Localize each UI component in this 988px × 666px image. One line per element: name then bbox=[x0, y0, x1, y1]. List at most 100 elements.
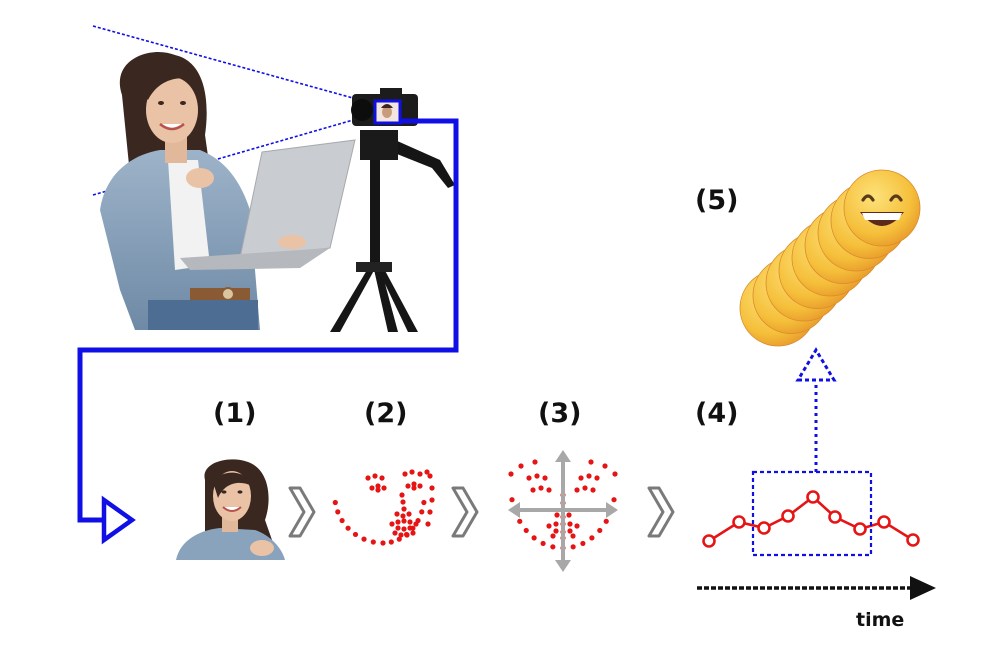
time-series-point bbox=[781, 509, 795, 523]
landmark-point bbox=[388, 539, 394, 545]
landmark-point bbox=[550, 533, 556, 539]
landmark-point bbox=[427, 509, 433, 515]
landmark-point bbox=[332, 499, 338, 506]
landmark-point bbox=[586, 473, 592, 479]
landmark-point bbox=[407, 525, 413, 531]
recording-scene bbox=[92, 25, 455, 332]
camera-view-line-top bbox=[92, 25, 361, 101]
landmark-point bbox=[553, 521, 559, 527]
chevron-arrow-icon bbox=[451, 486, 479, 538]
facial-landmarks-raw bbox=[332, 469, 435, 546]
landmark-point bbox=[401, 506, 407, 512]
landmark-point bbox=[413, 521, 419, 527]
landmark-point bbox=[588, 459, 594, 465]
landmark-point bbox=[401, 526, 407, 532]
time-series-point bbox=[853, 522, 867, 536]
landmark-point bbox=[421, 499, 427, 506]
landmark-point bbox=[578, 475, 584, 481]
step-label-3: (3) bbox=[538, 398, 582, 429]
landmark-point bbox=[612, 471, 618, 477]
landmark-point bbox=[411, 481, 417, 487]
landmark-point bbox=[402, 471, 408, 477]
landmark-point bbox=[394, 511, 400, 517]
landmark-point bbox=[611, 497, 617, 503]
landmark-point bbox=[365, 475, 371, 481]
landmark-point bbox=[361, 536, 367, 542]
time-series-point bbox=[806, 490, 820, 504]
person-illustration bbox=[100, 51, 260, 330]
landmark-point bbox=[424, 469, 430, 475]
landmark-point bbox=[410, 530, 416, 536]
time-series-point bbox=[906, 533, 920, 547]
landmark-point bbox=[380, 540, 386, 546]
landmark-point bbox=[574, 523, 580, 529]
landmark-point bbox=[590, 487, 596, 493]
landmark-point bbox=[381, 485, 387, 491]
landmark-point bbox=[566, 512, 572, 518]
landmark-point bbox=[425, 521, 431, 527]
landmark-point bbox=[538, 485, 544, 491]
time-series-point bbox=[757, 521, 771, 535]
time-series-plot bbox=[702, 347, 920, 557]
landmark-point bbox=[407, 519, 413, 525]
face-photo-thumbnail bbox=[176, 459, 285, 560]
landmark-point bbox=[526, 475, 532, 481]
landmark-point bbox=[401, 518, 407, 524]
landmark-point bbox=[399, 492, 405, 498]
landmark-point bbox=[542, 475, 548, 481]
landmark-point bbox=[570, 533, 576, 539]
step-label-1: (1) bbox=[213, 398, 257, 429]
landmark-point bbox=[335, 509, 341, 515]
landmark-point bbox=[603, 518, 609, 524]
time-axis-arrowhead bbox=[910, 576, 936, 600]
smiling-face-emoji bbox=[843, 169, 921, 247]
connector-line bbox=[77, 118, 459, 523]
landmark-point bbox=[372, 473, 378, 479]
landmark-point bbox=[509, 497, 515, 503]
landmark-point bbox=[375, 487, 381, 493]
landmark-point bbox=[532, 459, 538, 465]
landmark-point bbox=[550, 544, 556, 550]
landmark-point bbox=[602, 463, 608, 469]
landmark-point bbox=[429, 485, 435, 491]
landmark-point bbox=[582, 485, 588, 491]
chevron-arrow-icon bbox=[647, 486, 675, 538]
landmark-point bbox=[406, 511, 412, 517]
time-series-point bbox=[732, 515, 746, 529]
landmark-point bbox=[375, 483, 381, 489]
tripod-camera bbox=[330, 88, 455, 332]
landmark-point bbox=[395, 519, 401, 525]
landmark-point bbox=[369, 485, 375, 491]
selection-up-arrowhead bbox=[795, 347, 837, 382]
pipeline-connector bbox=[77, 118, 459, 545]
landmark-point bbox=[417, 483, 423, 489]
time-series-point bbox=[702, 534, 716, 548]
landmark-point bbox=[370, 539, 376, 545]
landmark-point bbox=[427, 473, 433, 479]
landmark-point bbox=[405, 483, 411, 489]
connector-arrowhead bbox=[101, 495, 136, 545]
landmark-point bbox=[554, 512, 560, 518]
landmark-point bbox=[417, 471, 423, 477]
landmark-point bbox=[553, 528, 559, 534]
time-series-point bbox=[877, 515, 891, 529]
step-label-2: (2) bbox=[364, 398, 408, 429]
landmark-point bbox=[379, 475, 385, 481]
time-series-point bbox=[828, 510, 842, 524]
landmark-point bbox=[339, 517, 345, 524]
landmark-point bbox=[546, 487, 552, 493]
landmark-point bbox=[574, 487, 580, 493]
landmark-point bbox=[597, 527, 603, 534]
landmark-point bbox=[567, 528, 573, 534]
landmark-point bbox=[419, 509, 425, 515]
landmark-point bbox=[594, 475, 600, 481]
landmark-point bbox=[534, 473, 540, 479]
landmark-point bbox=[429, 497, 435, 503]
landmark-point bbox=[517, 518, 523, 524]
landmark-point bbox=[404, 532, 410, 538]
landmark-point bbox=[530, 487, 536, 493]
landmark-point bbox=[389, 521, 395, 527]
step-label-5: (5) bbox=[695, 185, 739, 216]
landmark-point bbox=[540, 540, 546, 547]
landmark-point bbox=[409, 469, 415, 475]
